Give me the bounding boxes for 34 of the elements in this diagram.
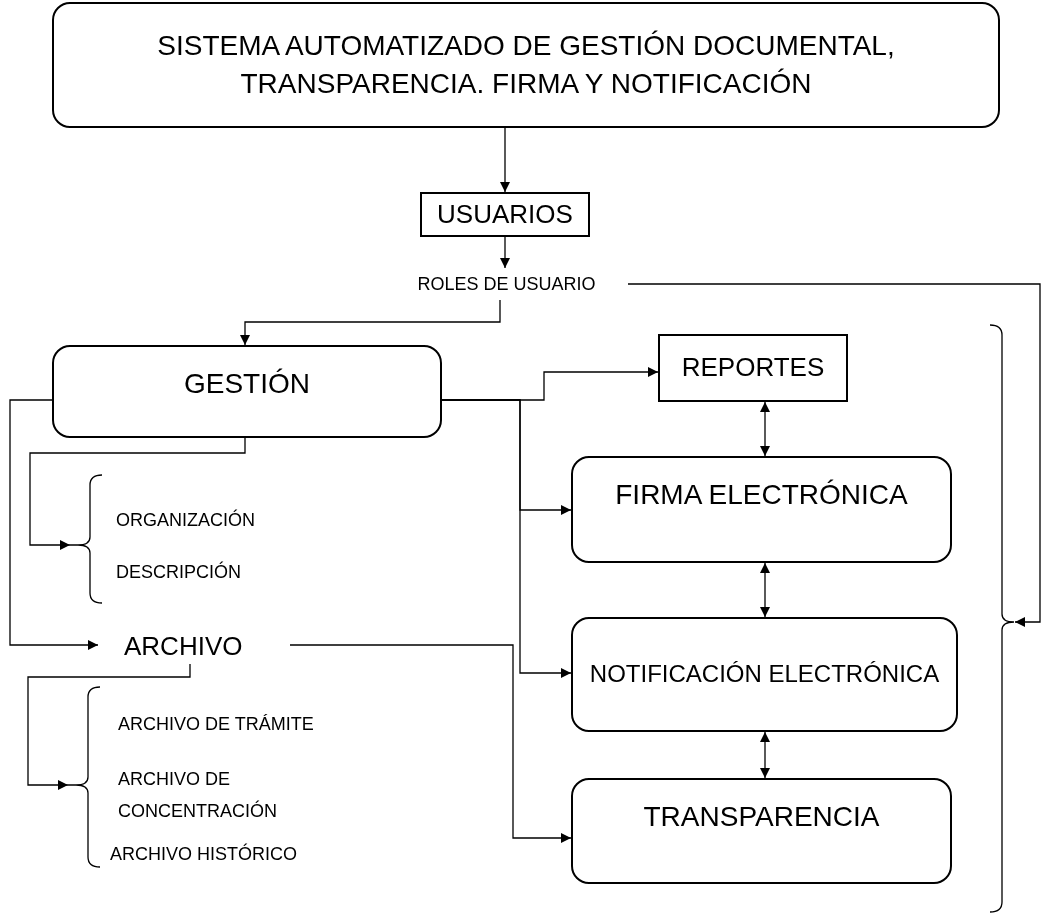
rounded-box xyxy=(52,2,1000,128)
arrow xyxy=(760,562,770,618)
list-item: ARCHIVO DE TRÁMITE xyxy=(118,713,315,736)
arrow xyxy=(27,663,191,790)
box-label: GESTIÓN xyxy=(184,367,310,401)
process-box xyxy=(658,334,848,402)
node-label: ARCHIVO xyxy=(98,628,290,664)
node-label: ROLES DE USUARIO xyxy=(385,268,628,300)
arrow xyxy=(29,437,246,550)
arrow xyxy=(760,401,770,457)
arrow xyxy=(760,731,770,779)
rounded-box xyxy=(571,456,952,563)
arrow xyxy=(441,399,572,678)
box-label: FIRMA ELECTRÓNICA xyxy=(615,478,908,512)
box-label: TRANSPARENCIA xyxy=(643,800,880,834)
arrow xyxy=(289,644,572,843)
list-item: DESCRIPCIÓN xyxy=(116,560,242,584)
curly-brace xyxy=(990,325,1015,912)
box-label: REPORTES xyxy=(681,351,825,385)
rounded-box xyxy=(52,345,442,438)
arrow xyxy=(9,399,99,650)
process-box xyxy=(420,192,590,237)
arrow xyxy=(627,283,1041,627)
list-item: ARCHIVO HISTÓRICO xyxy=(110,842,298,866)
box-label: NOTIFICACIÓN ELECTRÓNICA xyxy=(589,659,940,690)
arrow xyxy=(500,236,510,269)
arrow xyxy=(500,127,510,193)
rounded-box xyxy=(571,778,952,884)
list-item: ORGANIZACIÓN xyxy=(116,508,256,532)
arrow xyxy=(240,299,501,346)
box-label: SISTEMA AUTOMATIZADO DE GESTIÓN DOCUMENTAL, TRANSPARENCIA. FIRMA Y NOTIFICACIÓN xyxy=(156,29,896,101)
box-label: USUARIOS xyxy=(437,197,573,231)
rounded-box xyxy=(571,617,958,732)
list-item: ARCHIVO DE CONCENTRACIÓN xyxy=(118,768,278,823)
